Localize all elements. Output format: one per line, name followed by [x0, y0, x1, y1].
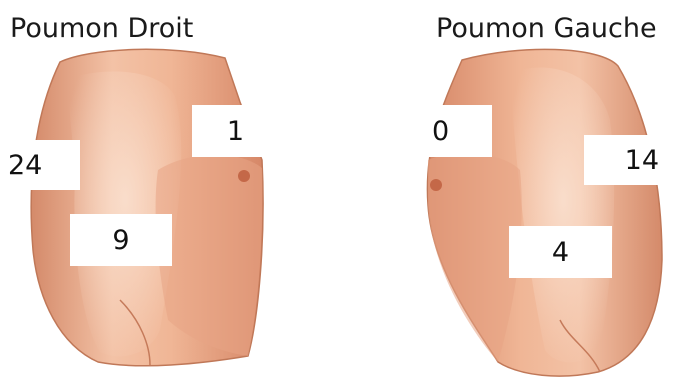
left-lower-lobe-count: 4: [509, 226, 612, 278]
left-lung-shape: [427, 49, 662, 376]
left-upper-lobe-count: 0: [418, 105, 492, 157]
right-lung-shape: [31, 49, 263, 365]
right-middle-lobe-count: 24: [0, 140, 80, 190]
right-upper-lobe-count: 1: [192, 105, 264, 157]
left-middle-lobe-count: 14: [584, 135, 689, 185]
right-lower-lobe-count: 9: [70, 214, 172, 266]
